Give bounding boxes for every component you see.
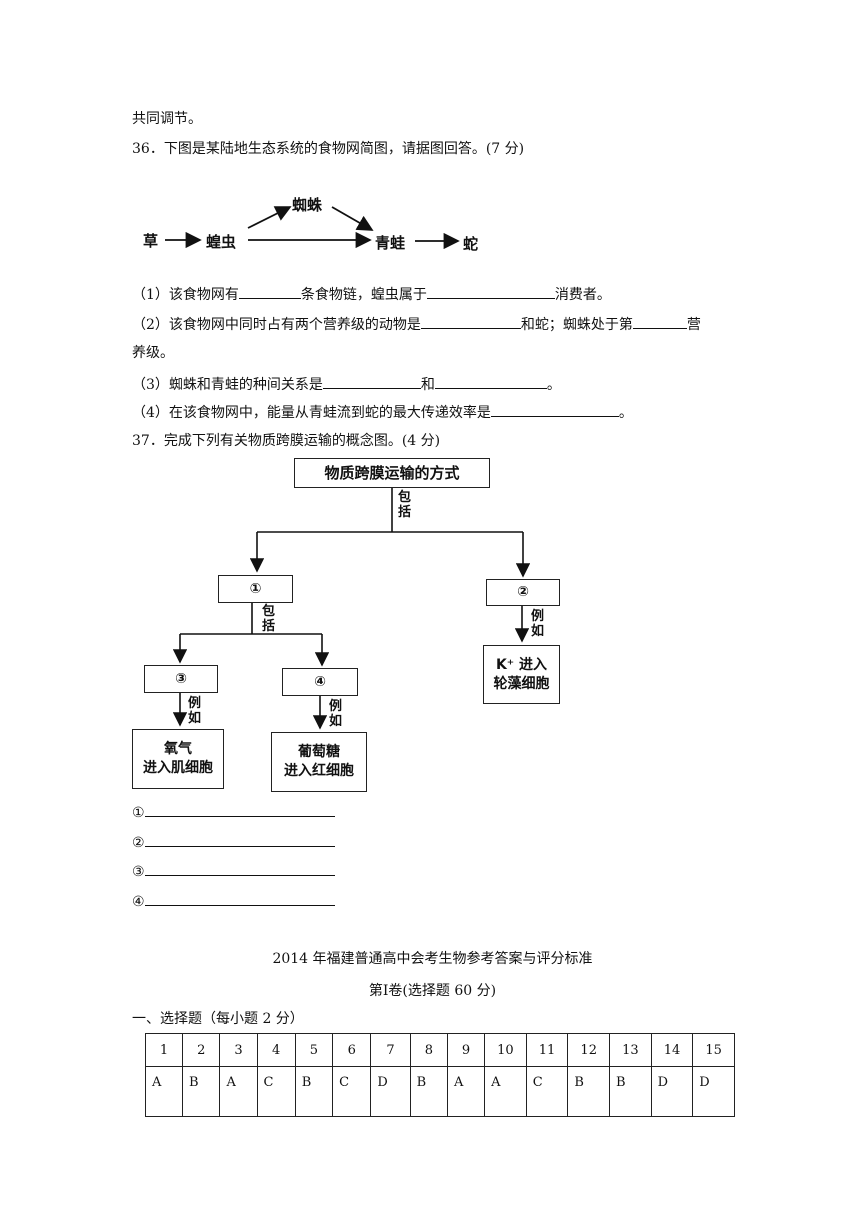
- answer-cell: D: [650, 1066, 694, 1117]
- question-number: 14: [650, 1033, 694, 1067]
- label-example-4: 例如: [329, 699, 343, 729]
- answer-table-header-row: 1 2 3 4 5 6 7 8 9 10 11 12 13 14 15: [144, 1033, 735, 1067]
- answer-key-title: 2014 年福建普通高中会考生物参考答案与评分标准: [272, 951, 593, 967]
- node-spider: 蜘蛛: [292, 196, 323, 214]
- answer-line-4: ④: [132, 891, 335, 911]
- answer-table-answer-row: A B A C B C D B A A C B B D D: [144, 1066, 735, 1117]
- question-number: 6: [332, 1033, 372, 1067]
- question-number: 15: [692, 1033, 735, 1067]
- answer-cell: A: [219, 1066, 258, 1117]
- node-1: ①: [218, 575, 293, 603]
- question-number: 12: [567, 1033, 611, 1067]
- answer-cell: C: [525, 1066, 569, 1117]
- answer-cell: B: [294, 1066, 334, 1117]
- answer-blank[interactable]: [426, 284, 555, 299]
- label-include: 包括: [398, 490, 412, 520]
- answer-blank[interactable]: [632, 314, 687, 329]
- answer-table: 1 2 3 4 5 6 7 8 9 10 11 12 13 14 15 A B …: [144, 1033, 735, 1117]
- answer-cell: A: [447, 1066, 486, 1117]
- question-number: 5: [294, 1033, 334, 1067]
- answer-cell: B: [182, 1066, 221, 1117]
- answer-line-1: ①: [132, 802, 335, 822]
- node-frog: 青蛙: [375, 234, 406, 252]
- answer-cell: D: [370, 1066, 411, 1117]
- question-number: 8: [409, 1033, 449, 1067]
- question-number: 13: [609, 1033, 652, 1067]
- example-potassium: K⁺ 进入 轮藻细胞: [483, 645, 560, 704]
- answer-blank[interactable]: [238, 284, 301, 299]
- answer-blank[interactable]: [144, 802, 335, 817]
- q36-title: 36．下图是某陆地生态系统的食物网简图，请据图回答。(7 分): [132, 141, 525, 157]
- example-glucose: 葡萄糖 进入红细胞: [271, 732, 367, 792]
- q36-part3: （3）蜘蛛和青蛙的种间关系是和。: [132, 374, 561, 394]
- label-include-2: 包括: [262, 604, 276, 634]
- question-number: 11: [525, 1033, 569, 1067]
- node-grass: 草: [143, 232, 159, 250]
- answer-key-section: 一、选择题（每小题 2 分）: [132, 1011, 304, 1027]
- example-oxygen: 氧气 进入肌细胞: [132, 729, 224, 789]
- answer-line-2: ②: [132, 832, 335, 852]
- q36-part2-cont: 养级。: [132, 345, 174, 361]
- answer-cell: A: [144, 1066, 184, 1117]
- node-transport-modes: 物质跨膜运输的方式: [294, 458, 490, 488]
- answer-blank[interactable]: [322, 374, 421, 389]
- answer-blank[interactable]: [420, 314, 521, 329]
- label-example-2: 例如: [531, 609, 545, 639]
- answer-cell: B: [609, 1066, 652, 1117]
- arrow-spider-frog: [331, 206, 374, 231]
- node-locust: 蝗虫: [206, 233, 237, 251]
- answer-blank[interactable]: [144, 861, 335, 876]
- label-example-3: 例如: [188, 696, 202, 726]
- answer-blank[interactable]: [144, 891, 335, 906]
- answer-cell: B: [409, 1066, 449, 1117]
- answer-cell: C: [256, 1066, 296, 1117]
- answer-cell: A: [484, 1066, 527, 1117]
- answer-blank[interactable]: [144, 832, 335, 847]
- node-snake: 蛇: [463, 235, 479, 253]
- question-number: 1: [144, 1033, 184, 1067]
- answer-cell: B: [567, 1066, 611, 1117]
- answer-line-3: ③: [132, 861, 335, 881]
- question-number: 2: [182, 1033, 221, 1067]
- q36-part1: （1）该食物网有条食物链，蝗虫属于消费者。: [132, 284, 611, 304]
- question-number: 10: [484, 1033, 527, 1067]
- question-number: 7: [370, 1033, 411, 1067]
- question-number: 4: [256, 1033, 296, 1067]
- question-number: 9: [447, 1033, 486, 1067]
- node-2: ②: [486, 579, 560, 606]
- q36-part4: （4）在该食物网中，能量从青蛙流到蛇的最大传递效率是。: [132, 402, 633, 422]
- arrow-locust-spider: [247, 206, 292, 229]
- node-4: ④: [282, 668, 358, 696]
- q36-part2: （2）该食物网中同时占有两个营养级的动物是和蛇；蜘蛛处于第营: [132, 314, 701, 334]
- answer-cell: C: [332, 1066, 372, 1117]
- node-3: ③: [144, 665, 218, 693]
- answer-cell: D: [692, 1066, 735, 1117]
- answer-key-volume: 第Ⅰ卷(选择题 60 分): [368, 983, 497, 999]
- question-number: 3: [219, 1033, 258, 1067]
- q37-title: 37．完成下列有关物质跨膜运输的概念图。(4 分): [132, 433, 441, 449]
- answer-blank[interactable]: [490, 402, 619, 417]
- intro-text: 共同调节。: [132, 111, 202, 127]
- answer-blank[interactable]: [434, 374, 547, 389]
